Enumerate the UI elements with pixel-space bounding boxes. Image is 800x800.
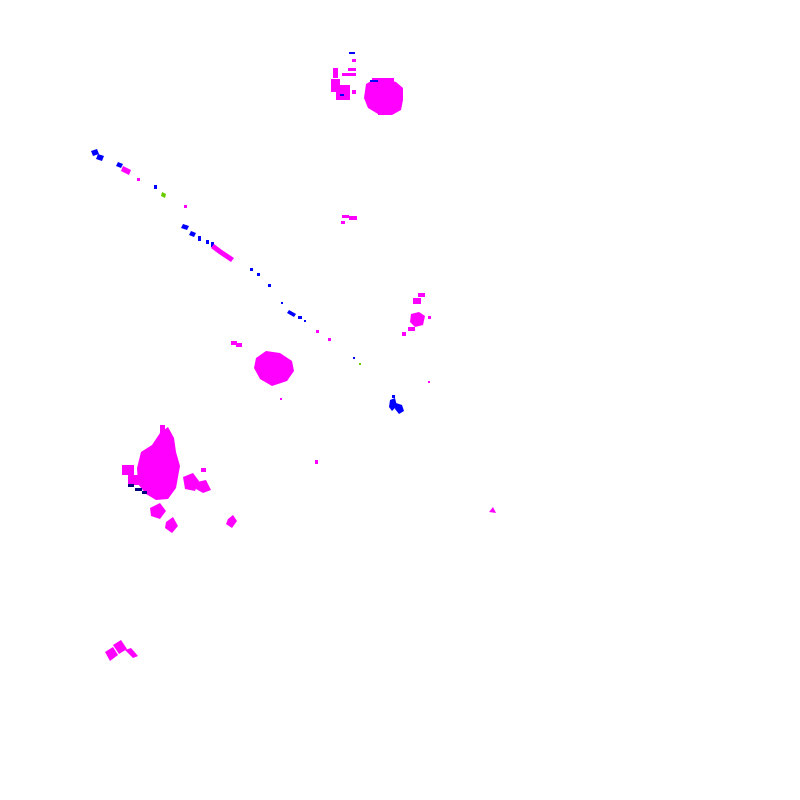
patch-southwest	[105, 640, 138, 661]
patch-center	[231, 341, 294, 400]
patch-north-cluster	[364, 78, 403, 115]
diagonal-magenta-segments	[121, 166, 331, 341]
patch-upper-middle	[341, 215, 357, 224]
patch-west-outliers	[150, 460, 318, 533]
patch-west-large	[122, 425, 180, 500]
marks-center-east-blue	[389, 395, 404, 414]
patch-north-small	[331, 59, 356, 100]
patch-east-cluster	[402, 293, 431, 383]
marks-north-blue	[340, 52, 378, 96]
diagonal-linear-feature	[91, 149, 355, 359]
marks-west-blue	[128, 484, 147, 494]
diagonal-green-segment	[161, 192, 361, 365]
patch-east-small	[489, 507, 496, 513]
